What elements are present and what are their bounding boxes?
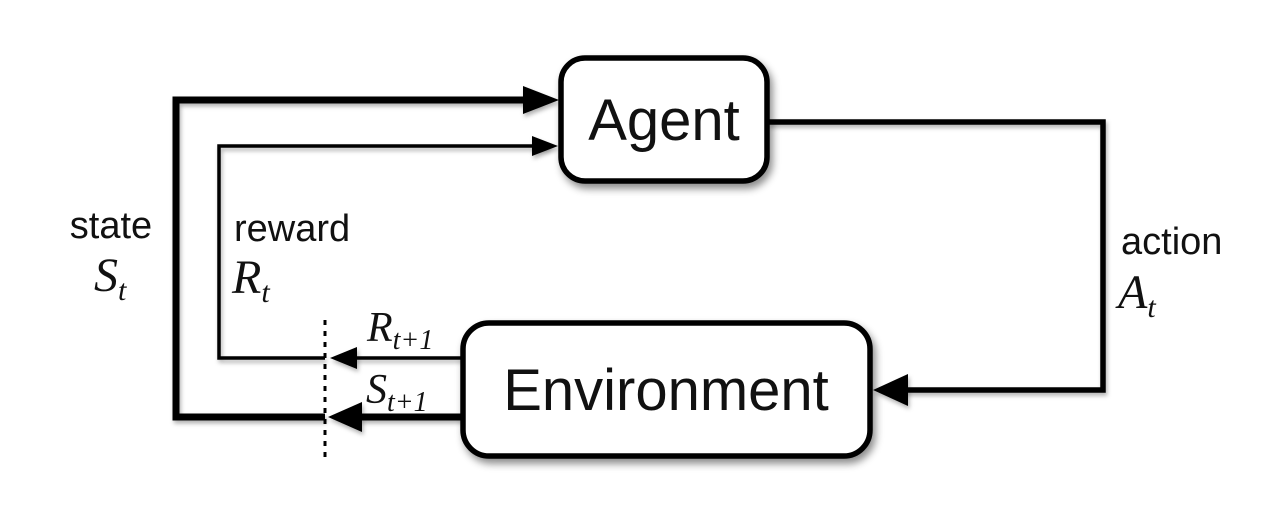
action-symbol-label: At: [1115, 266, 1156, 324]
next-state-subscript: t+1: [387, 387, 428, 418]
state-symbol: S: [94, 249, 118, 302]
arrowheads: [328, 86, 908, 432]
next-reward-symbol: R: [366, 305, 393, 351]
state-edge-line: [172, 96, 540, 421]
environment-node: Environment: [460, 320, 873, 459]
environment-box: [460, 320, 873, 459]
action-subscript: t: [1147, 291, 1156, 324]
edge-lines: [172, 96, 1106, 421]
next-state-arrowhead: [328, 402, 362, 432]
state-word-label: state: [70, 205, 152, 247]
reward-symbol-label: Rt: [231, 251, 270, 309]
state-into-agent-arrowhead: [523, 86, 559, 114]
state-subscript: t: [118, 274, 127, 307]
agent-node: Agent: [558, 55, 770, 184]
environment-node-label: Environment: [503, 358, 829, 423]
next-reward-arrowhead: [330, 347, 357, 369]
action-into-environment-arrowhead: [873, 374, 908, 406]
reward-word-label: reward: [234, 208, 350, 250]
action-edge-line: [768, 119, 1106, 393]
reward-subscript: t: [261, 276, 270, 309]
next-reward-subscript: t+1: [393, 325, 434, 356]
reward-into-agent-arrowhead: [532, 136, 558, 156]
next-reward-label: Rt+1: [366, 305, 433, 356]
agent-node-label: Agent: [588, 88, 740, 153]
agent-box: [558, 55, 770, 184]
next-state-label: St+1: [366, 367, 428, 418]
reward-symbol: R: [231, 251, 261, 304]
reward-edge-line: [217, 144, 548, 360]
action-word-label: action: [1121, 221, 1222, 263]
next-state-symbol: S: [366, 367, 387, 413]
state-symbol-label: St: [94, 249, 127, 307]
action-symbol: A: [1115, 266, 1148, 319]
